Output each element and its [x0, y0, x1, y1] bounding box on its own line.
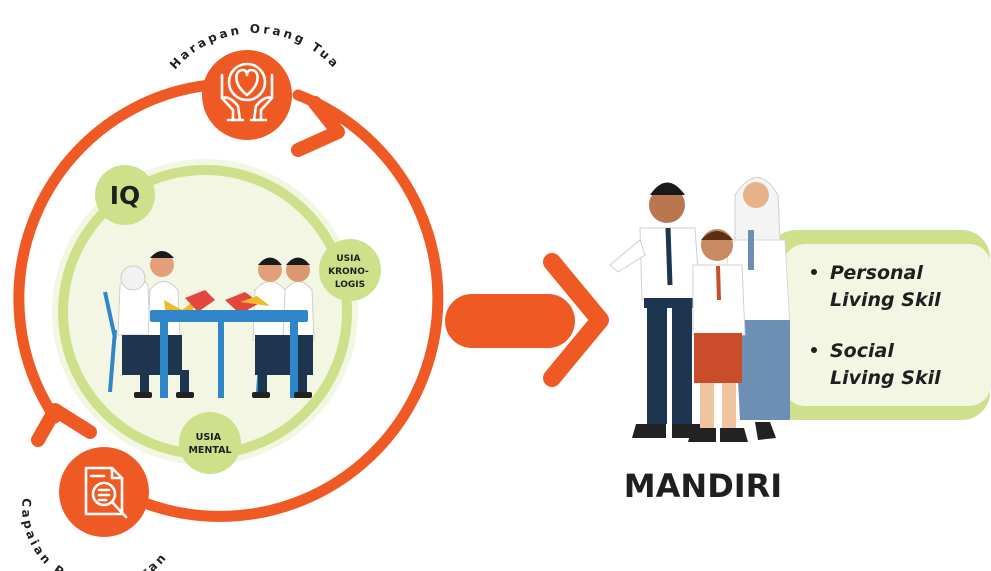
- skill-item-personal: Personal Living Skil: [830, 262, 941, 311]
- skill-item-social: Social Living Skil: [830, 340, 941, 389]
- cycle-ring: [13, 79, 444, 522]
- chrono-age-label: USIA KRONO- LOGIS: [328, 254, 372, 290]
- chrono-age-bubble: USIA KRONO- LOGIS: [319, 239, 381, 301]
- bullet-dot: [811, 347, 817, 353]
- heart-in-hands-icon: [202, 50, 292, 140]
- students-standing-illustration: [609, 177, 791, 442]
- skills-panel: [768, 230, 991, 420]
- mental-age-bubble: USIA MENTAL: [179, 412, 241, 474]
- iq-label: IQ: [110, 181, 141, 210]
- bullet-dot: [811, 269, 817, 275]
- students-studying-illustration: [103, 251, 315, 398]
- result-title: MANDIRI: [624, 467, 782, 505]
- cycle-arrowhead-top: [291, 96, 345, 157]
- cycle-arrowhead-bottom: [31, 403, 97, 447]
- skills-list: Personal Living Skil Social Living Skil: [811, 262, 941, 389]
- mental-age-label: USIA MENTAL: [188, 432, 231, 456]
- result-arrow: [445, 253, 609, 387]
- cycle-arc-right: [136, 89, 444, 522]
- cycle-arc-left: [13, 79, 216, 424]
- iq-bubble: IQ: [95, 165, 155, 225]
- document-magnifier-icon: [59, 447, 149, 537]
